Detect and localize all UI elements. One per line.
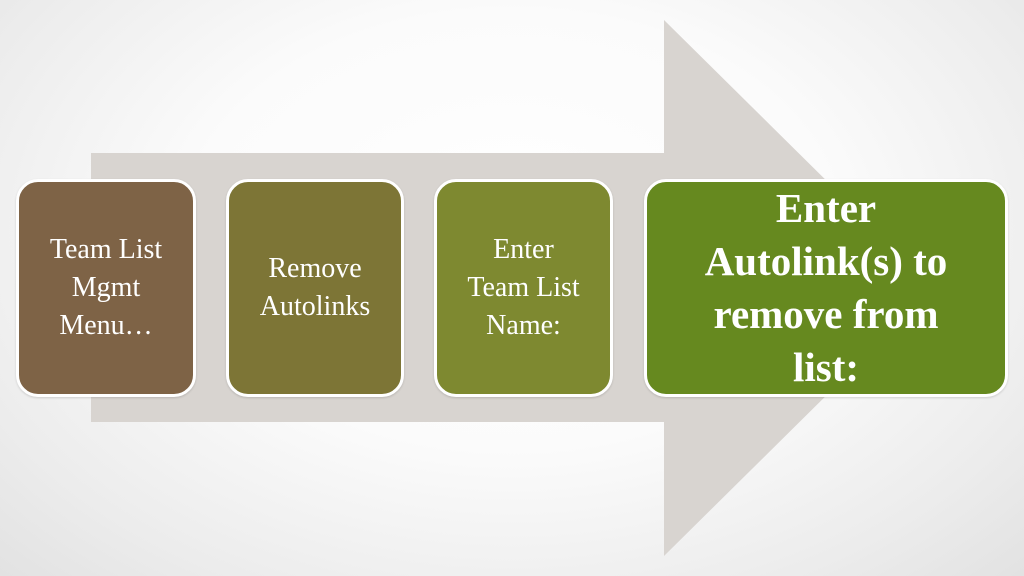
step-enter-autolinks-to-remove: Enter Autolink(s) to remove from list: bbox=[644, 179, 1008, 397]
step-4-label: Enter Autolink(s) to remove from list: bbox=[704, 185, 948, 390]
step-1-label: Team List Mgmt Menu… bbox=[49, 234, 163, 341]
step-2-label: Remove Autolinks bbox=[259, 253, 371, 322]
step-remove-autolinks: Remove Autolinks bbox=[226, 179, 404, 397]
step-team-list-mgmt-menu: Team List Mgmt Menu… bbox=[16, 179, 196, 397]
step-3-label: Enter Team List Name: bbox=[467, 234, 580, 341]
step-enter-team-list-name: Enter Team List Name: bbox=[434, 179, 613, 397]
